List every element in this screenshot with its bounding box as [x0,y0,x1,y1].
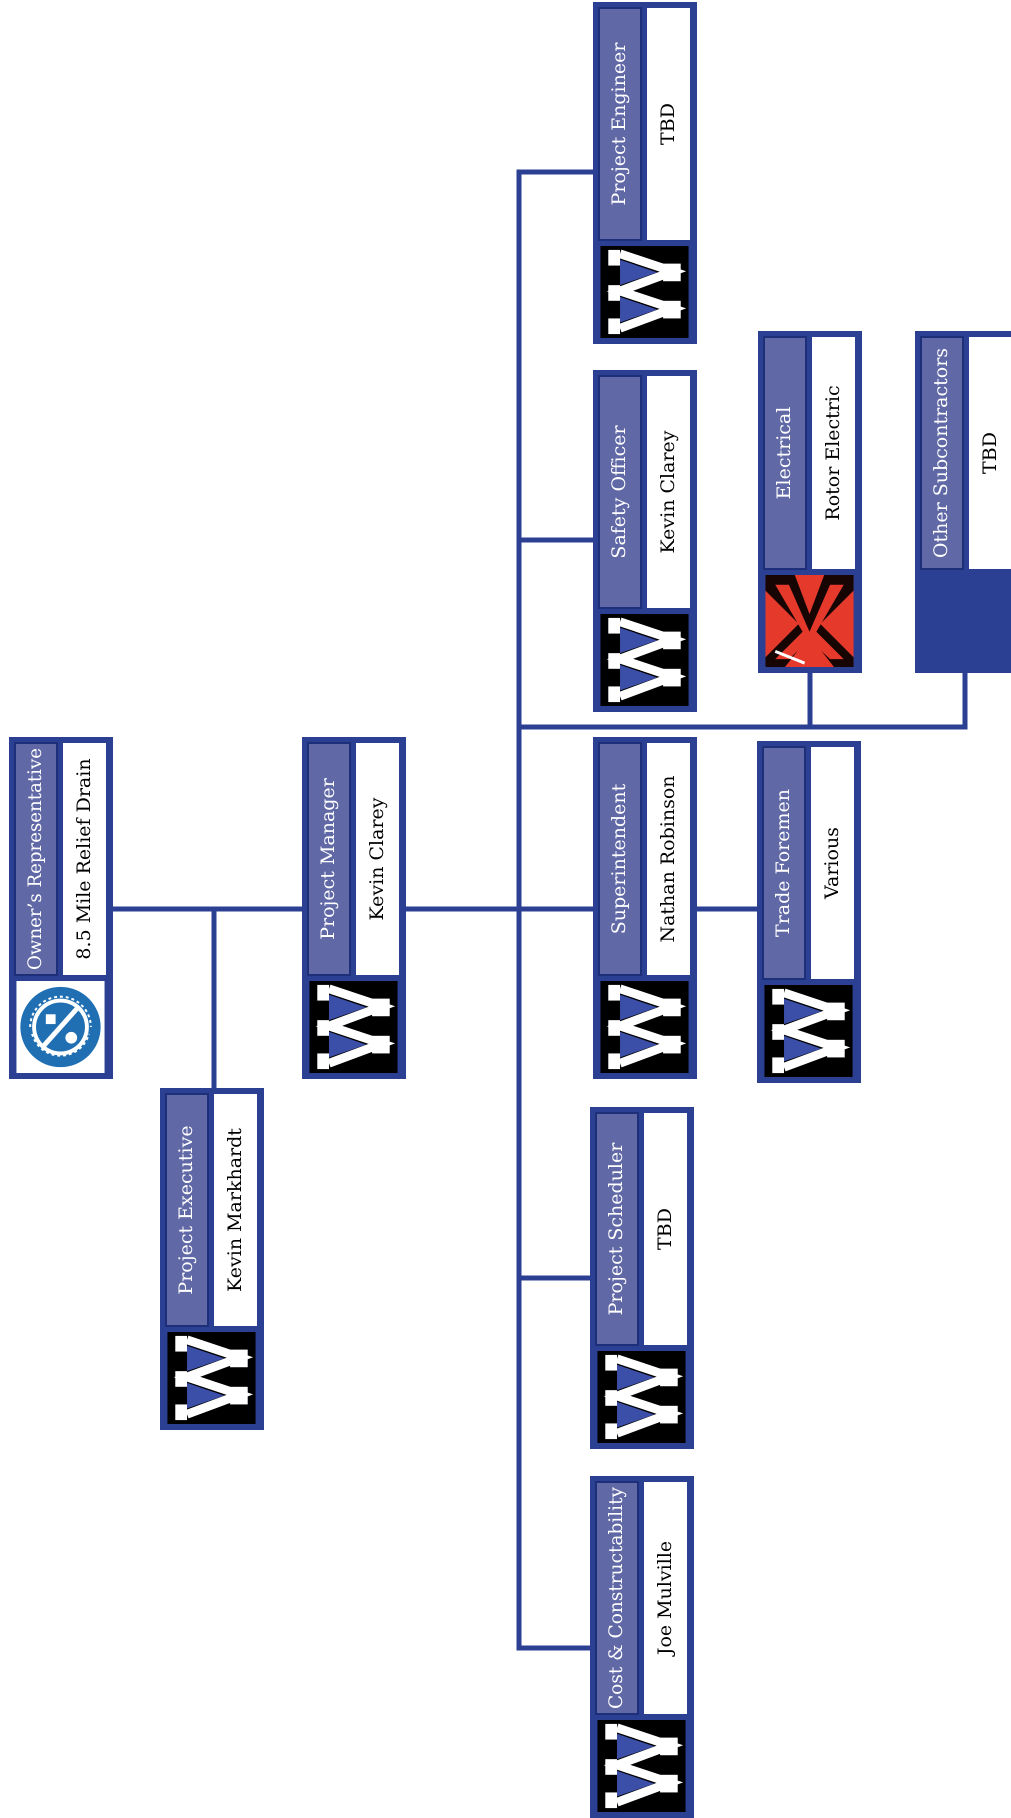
card-title: Project Executive [175,1125,197,1294]
walbridge-logo-icon [309,981,397,1073]
title-band [920,336,964,570]
walbridge-logo-icon [764,985,852,1077]
card-title: Project Scheduler [605,1142,627,1316]
walbridge-logo-icon [600,614,688,706]
rotor-electric-logo-icon [764,575,855,667]
card-title: Cost & Constructability [605,1487,627,1709]
org-card-project-executive: Project Executive Kevin Markhardt [160,1088,264,1430]
walbridge-logo-icon [600,246,688,338]
title-band [165,1093,209,1327]
title-band [14,742,58,976]
walbridge-logo-icon [597,1351,685,1443]
name-band [647,376,690,608]
title-band [598,7,642,241]
name-band [63,743,106,975]
title-band [595,1481,639,1715]
card-name: Kevin Markhardt [224,1128,246,1292]
title-band [598,742,642,976]
title-band [307,742,351,976]
name-band [356,743,399,975]
name-band [647,8,690,240]
org-card-electrical: Electrical Rotor Electric [758,331,862,673]
title-band [595,1112,639,1346]
card-title: Project Manager [317,777,339,940]
card-name: Kevin Clarey [657,430,679,553]
org-card-other-subcontractors: Other Subcontractors TBD [915,331,1011,673]
org-card-project-scheduler: Project Scheduler TBD [590,1107,694,1449]
card-name: 8.5 Mile Relief Drain [73,758,95,959]
blank-logo [921,575,1011,667]
card-name: TBD [979,432,1001,474]
name-band [644,1113,687,1345]
walbridge-logo-icon [597,1720,685,1812]
connectors [104,169,968,1651]
title-band [598,375,642,609]
card-title: Trade Foremen [772,789,794,937]
walbridge-logo-icon [167,1332,255,1424]
org-card-owner-representative: Owner’s Representative 8.5 Mile Relief Dr… [9,737,113,1079]
card-title: Safety Officer [608,425,630,559]
card-title: Other Subcontractors [930,348,952,558]
card-name: Nathan Robinson [657,775,679,942]
card-name: Rotor Electric [822,385,844,520]
walbridge-logo-icon [600,981,688,1073]
name-band [812,337,855,569]
org-card-project-manager: Project Manager Kevin Clarey [302,737,406,1079]
org-card-cost-constructability: Cost & Constructability Joe Mulville [590,1476,694,1818]
card-title: Owner’s Representative [24,748,46,970]
cards: Owner’s Representative 8.5 Mile Relief Dr… [9,2,1011,1818]
title-band [763,336,807,570]
card-title: Project Engineer [608,42,630,206]
card-name: Various [821,827,843,900]
name-band [647,743,690,975]
name-band [644,1482,687,1714]
card-name: TBD [654,1208,676,1250]
card-name: Joe Mulville [654,1541,676,1657]
card-title: Superintendent [608,783,630,934]
org-card-project-engineer: Project Engineer TBD [593,2,697,344]
card-name: TBD [657,103,679,145]
macomb-county-seal-icon [16,981,104,1073]
name-band [969,337,1011,569]
title-band [762,746,806,980]
org-card-trade-foremen: Trade Foremen Various [757,741,861,1083]
name-band [214,1094,257,1326]
org-card-safety-officer: Safety Officer Kevin Clarey [593,370,697,712]
card-title: Electrical [773,407,795,500]
org-card-superintendent: Superintendent Nathan Robinson [593,737,697,1079]
name-band [811,747,854,979]
card-name: Kevin Clarey [366,797,388,920]
